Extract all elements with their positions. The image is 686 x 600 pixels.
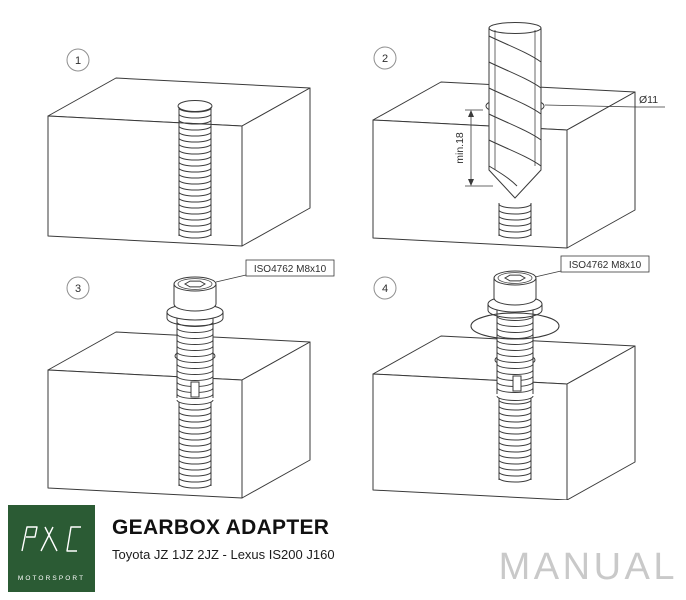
instruction-panels: 1 [47,22,665,500]
step-number: 2 [382,53,388,65]
step-badge: 2 [373,46,397,70]
label-box [245,259,335,277]
depth-label: min.18 [454,132,466,164]
threaded-hole [494,353,536,483]
step-number: 1 [75,55,81,67]
pmc-logo: MOTORSPORT [8,505,95,592]
insert-assembly [166,276,224,405]
insert-notch [190,381,200,398]
step-4-panel: ISO4762 M8x10 4 [372,255,650,500]
manual-watermark: MANUAL [498,546,678,588]
drill-bit [488,22,542,199]
step-2-panel: min.18 Ø11 2 [372,22,665,249]
step-badge: 3 [66,276,90,300]
footer: MOTORSPORT GEARBOX ADAPTER Toyota JZ 1JZ… [0,500,686,600]
bolt-head [173,276,217,312]
pmc-monogram-icon [21,526,81,552]
threaded-hole [177,100,213,239]
hex-socket-icon [504,274,526,282]
bolt-label: ISO4762 M8x10 [254,264,327,275]
bolt-callout: ISO4762 M8x10 [215,259,335,283]
step-3-panel: ISO4762 M8x10 3 [47,259,335,499]
depth-dimension: min.18 [454,109,493,187]
bolt-callout: ISO4762 M8x10 [534,255,650,278]
bolt-head [493,270,537,306]
leader-line [215,274,247,283]
retaining-ring [470,312,560,340]
insert-assembly [470,270,560,401]
step-1-panel: 1 [47,48,311,247]
diameter-dimension: Ø11 [544,94,665,108]
step-number: 3 [75,283,81,295]
step-badge: 4 [373,276,397,300]
logo-motorsport-text: MOTORSPORT [17,575,86,582]
leader-line [534,270,562,278]
document-subtitle: Toyota JZ 1JZ 2JZ - Lexus IS200 J160 [112,547,335,562]
hex-socket-icon [184,280,206,288]
diameter-label: Ø11 [639,94,658,106]
title-block: GEARBOX ADAPTER Toyota JZ 1JZ 2JZ - Lexu… [112,516,335,562]
bolt-label: ISO4762 M8x10 [569,260,642,271]
step-badge: 1 [66,48,90,72]
step-number: 4 [382,283,388,295]
label-box [560,255,650,273]
document-title: GEARBOX ADAPTER [112,516,330,539]
insert-notch [512,375,522,392]
